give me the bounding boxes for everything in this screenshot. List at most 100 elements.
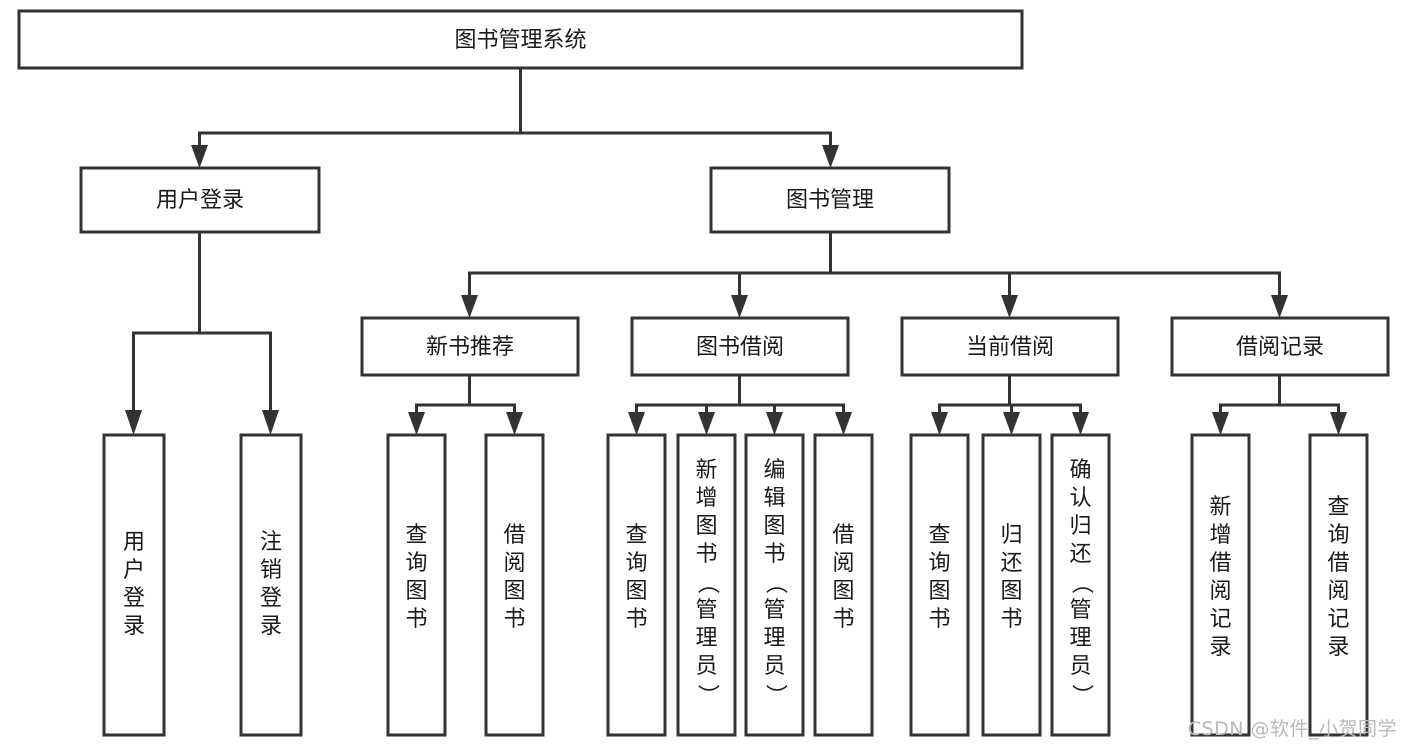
vertical-char: 查 bbox=[625, 523, 647, 548]
node-leaf-add-borrow-record-box[interactable] bbox=[1190, 433, 1251, 737]
node-book-management-label: 图书管理 bbox=[786, 188, 874, 213]
vertical-char: 管 bbox=[1069, 598, 1091, 623]
arrow-head-leaf-edit-book-admin bbox=[766, 412, 783, 435]
node-leaf-confirm-return-admin-box[interactable] bbox=[1050, 433, 1111, 737]
vertical-char: 询 bbox=[405, 551, 427, 576]
node-current-borrow-box[interactable] bbox=[900, 316, 1120, 377]
vertical-char: 书 bbox=[928, 607, 950, 632]
vertical-char: 新 bbox=[1209, 495, 1231, 520]
vertical-char: 查 bbox=[928, 523, 950, 548]
vertical-char: 书 bbox=[832, 607, 854, 632]
vertical-char: 管 bbox=[695, 598, 717, 623]
node-leaf-query-book-rec-box[interactable] bbox=[386, 433, 447, 737]
vertical-char: （ bbox=[1069, 572, 1094, 594]
vertical-char: 询 bbox=[1327, 523, 1349, 548]
node-user-login[interactable]: 用户登录 bbox=[79, 166, 321, 234]
node-book-borrow-label: 图书借阅 bbox=[696, 335, 784, 360]
node-leaf-borrow-book-rec-box[interactable] bbox=[484, 433, 545, 737]
arrow-head-leaf-add-book-admin bbox=[698, 412, 715, 435]
node-leaf-query-borrow-record-box[interactable] bbox=[1308, 433, 1369, 737]
vertical-char: 书 bbox=[695, 542, 717, 567]
vertical-char: 书 bbox=[405, 607, 427, 632]
vertical-char: 认 bbox=[1069, 486, 1091, 511]
vertical-char: 员 bbox=[1069, 654, 1091, 679]
arrow-head-book-borrow bbox=[731, 295, 748, 318]
node-root-box[interactable] bbox=[17, 9, 1024, 70]
node-book-borrow[interactable]: 图书借阅 bbox=[630, 316, 850, 377]
node-leaf-query-book-borrow-box[interactable] bbox=[606, 433, 667, 737]
node-new-book-recommend[interactable]: 新书推荐 bbox=[360, 316, 580, 377]
node-leaf-add-book-admin-box[interactable] bbox=[676, 433, 737, 737]
vertical-char: 增 bbox=[1209, 523, 1231, 548]
node-leaf-user-login-box[interactable] bbox=[102, 433, 166, 737]
vertical-char: 辑 bbox=[763, 486, 785, 511]
vertical-char: 借 bbox=[832, 523, 854, 548]
node-root[interactable]: 图书管理系统 bbox=[17, 9, 1024, 70]
vertical-char: ） bbox=[763, 684, 788, 706]
node-leaf-borrow-book-borrow-box[interactable] bbox=[813, 433, 874, 737]
vertical-char: 登 bbox=[123, 586, 145, 611]
node-book-borrow-box[interactable] bbox=[630, 316, 850, 377]
arrow-head-leaf-confirm-return-admin bbox=[1072, 412, 1089, 435]
node-leaf-query-book-current-box[interactable] bbox=[909, 433, 970, 737]
vertical-char: 理 bbox=[763, 626, 785, 651]
vertical-char: 书 bbox=[503, 607, 525, 632]
vertical-char: 归 bbox=[1000, 523, 1022, 548]
vertical-char: 图 bbox=[1000, 579, 1022, 604]
node-borrow-records[interactable]: 借阅记录 bbox=[1170, 316, 1390, 377]
node-leaf-edit-book-admin-box[interactable] bbox=[744, 433, 805, 737]
vertical-char: 书 bbox=[1000, 607, 1022, 632]
vertical-char: 阅 bbox=[1209, 579, 1231, 604]
vertical-char: 户 bbox=[123, 558, 145, 583]
vertical-char: 借 bbox=[1209, 551, 1231, 576]
node-borrow-records-box[interactable] bbox=[1170, 316, 1390, 377]
vertical-char: 询 bbox=[928, 551, 950, 576]
arrow-head-current-borrow bbox=[1001, 295, 1018, 318]
arrow-head-leaf-borrow-book-rec bbox=[506, 412, 523, 435]
vertical-char: 归 bbox=[1069, 514, 1091, 539]
vertical-char: 阅 bbox=[1327, 579, 1349, 604]
vertical-char: 员 bbox=[695, 654, 717, 679]
node-leaf-return-book-box[interactable] bbox=[981, 433, 1042, 737]
vertical-char: 阅 bbox=[832, 551, 854, 576]
vertical-char: 录 bbox=[123, 614, 145, 639]
vertical-char: 图 bbox=[405, 579, 427, 604]
node-leaf-user-login[interactable]: 用户登录 bbox=[102, 433, 166, 737]
node-borrow-records-label: 借阅记录 bbox=[1236, 335, 1324, 360]
node-current-borrow[interactable]: 当前借阅 bbox=[900, 316, 1120, 377]
vertical-char: 图 bbox=[763, 514, 785, 539]
vertical-char: 录 bbox=[1327, 635, 1349, 660]
node-book-management[interactable]: 图书管理 bbox=[709, 166, 951, 234]
vertical-char: 查 bbox=[405, 523, 427, 548]
node-new-book-recommend-box[interactable] bbox=[360, 316, 580, 377]
arrow-head-book-management bbox=[822, 145, 839, 168]
vertical-char: （ bbox=[695, 572, 720, 594]
vertical-char: 注 bbox=[260, 530, 282, 555]
arrow-head-user-login bbox=[191, 145, 208, 168]
node-leaf-logout-login-box[interactable] bbox=[239, 433, 303, 737]
node-book-management-box[interactable] bbox=[709, 166, 951, 234]
vertical-char: 图 bbox=[625, 579, 647, 604]
node-user-login-box[interactable] bbox=[79, 166, 321, 234]
arrow-head-leaf-query-book-borrow bbox=[628, 412, 645, 435]
vertical-char: 图 bbox=[695, 514, 717, 539]
vertical-char: 登 bbox=[260, 586, 282, 611]
